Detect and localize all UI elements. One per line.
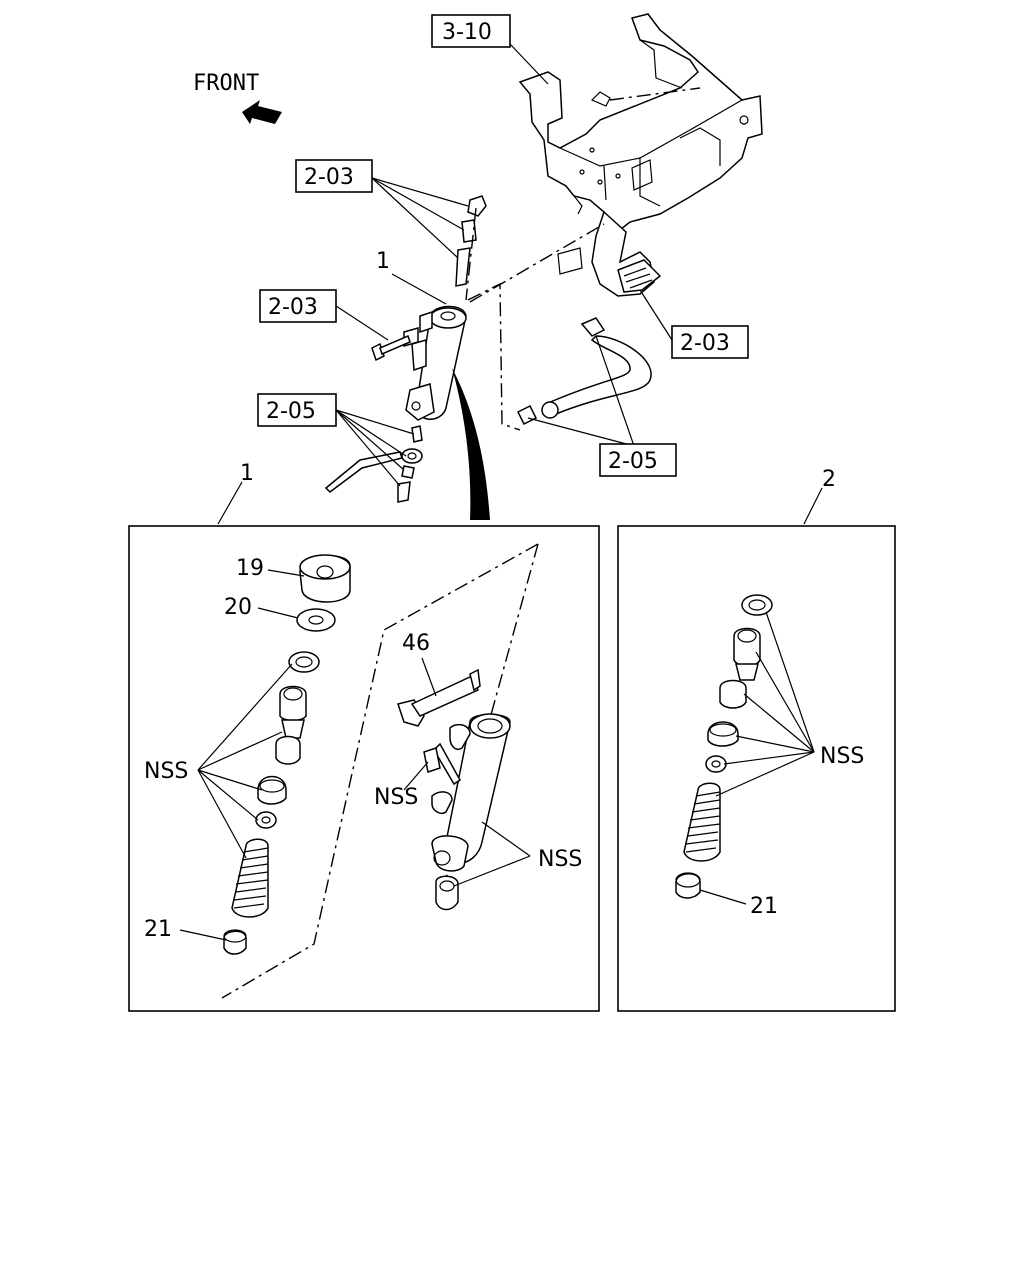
ref-2-03-top-text: 2-03 <box>304 165 354 190</box>
clutch-hose <box>516 317 652 426</box>
callout-21-left: 21 <box>144 917 172 942</box>
callout-nss-mid: NSS <box>374 785 418 810</box>
fittings-lower <box>324 425 423 503</box>
callout-21-right: 21 <box>750 894 778 919</box>
callout-nss-cyl: NSS <box>538 847 582 872</box>
ref-box-2-03-left: 2-03 <box>259 289 337 323</box>
ref-box-3-10: 3-10 <box>431 14 511 48</box>
ref-3-10-text: 3-10 <box>442 20 492 45</box>
bolt <box>371 334 411 362</box>
leader-lines-top <box>217 43 823 525</box>
ref-2-05-left-text: 2-05 <box>266 399 316 424</box>
pushrod-assembly <box>455 195 487 301</box>
front-arrow-icon <box>242 100 282 124</box>
ref-2-05-right-text: 2-05 <box>608 449 658 474</box>
callout-1-box: 1 <box>240 461 254 486</box>
pedal-bracket <box>518 13 763 238</box>
ref-box-2-05-left: 2-05 <box>257 393 337 427</box>
master-cylinder-top <box>403 305 467 421</box>
callout-20: 20 <box>224 595 252 620</box>
callout-nss-left: NSS <box>144 759 188 784</box>
ref-box-2-03-right: 2-03 <box>671 325 749 359</box>
ref-box-2-03-top: 2-03 <box>295 159 373 193</box>
ref-2-03-left-text: 2-03 <box>268 295 318 320</box>
ref-2-03-right-text: 2-03 <box>680 331 730 356</box>
callout-46: 46 <box>402 631 430 656</box>
front-label: FRONT <box>193 71 259 96</box>
ref-box-2-05-right: 2-05 <box>599 443 677 477</box>
callout-1-top: 1 <box>376 249 390 274</box>
detail-2-leaders <box>699 611 815 905</box>
detail-pointer <box>452 368 490 520</box>
callout-nss-right: NSS <box>820 744 864 769</box>
detail-1-parts <box>221 543 539 999</box>
clutch-pedal <box>557 210 662 297</box>
detail-2-parts <box>675 594 773 899</box>
callout-2-box: 2 <box>822 467 836 492</box>
detail-1-leaders <box>179 569 531 941</box>
callout-19: 19 <box>236 556 264 581</box>
